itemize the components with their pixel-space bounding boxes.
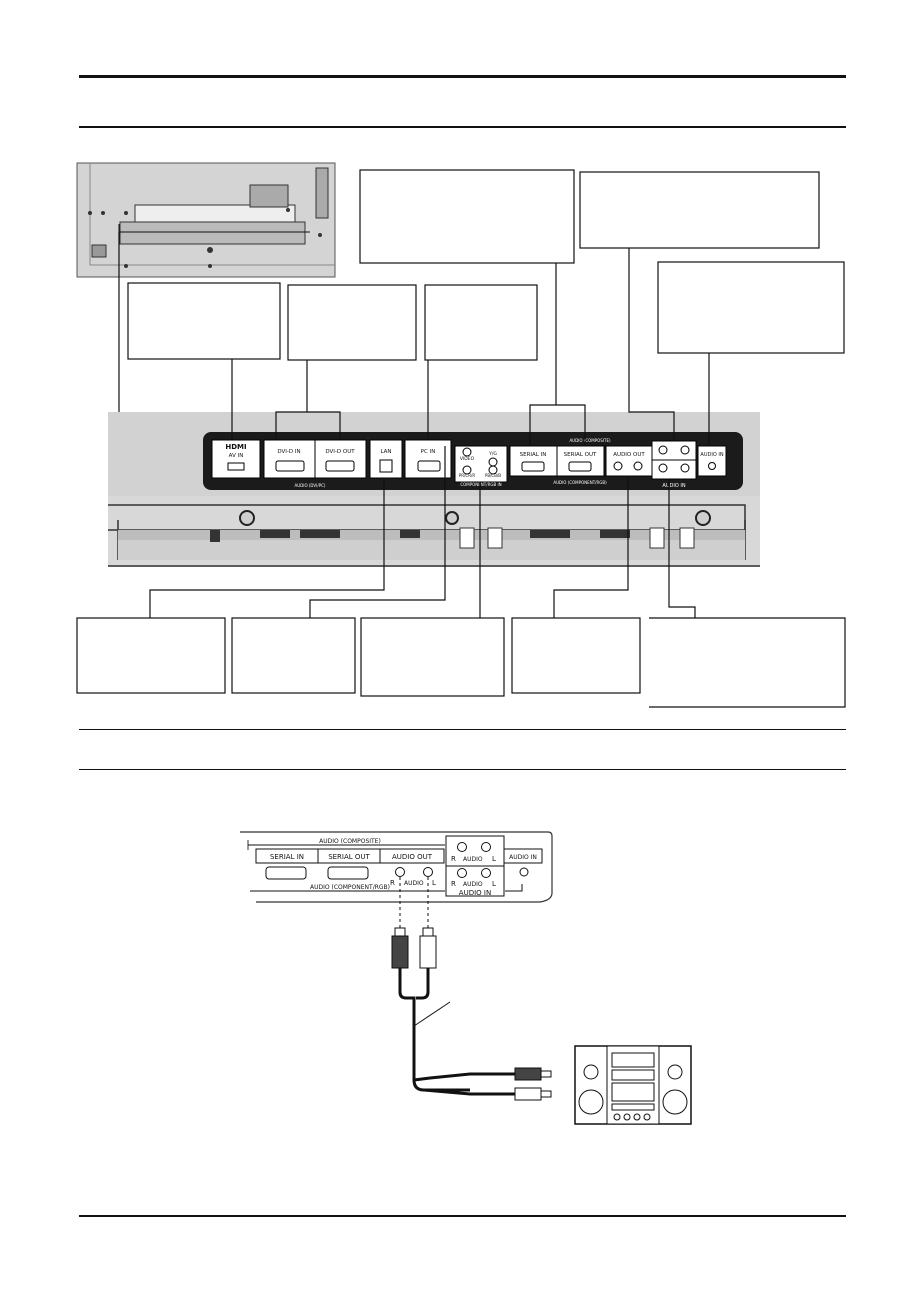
callout-box-audio-in [657, 261, 845, 354]
detail-audio-out-jack-l [423, 867, 433, 877]
audio-component-rgb-label: AUDIO (COMPONENT/RGB) [553, 480, 607, 485]
section-rule-bottom [79, 769, 846, 770]
y-label: Y/G [488, 451, 497, 457]
detail-audio-component-rgb-label: AUDIO (COMPONENT/RGB) [310, 884, 390, 891]
callout-box-audio-out [511, 617, 641, 694]
hdmi-port [227, 462, 245, 471]
detail-r-label-top: R [451, 855, 456, 863]
callout-box-hdmi [127, 282, 281, 360]
detail-audio-out-jack-r [395, 867, 405, 877]
callout-box-component [360, 617, 505, 697]
callout-box-audio-in-rgb [649, 617, 846, 708]
detail-audio-out-label: AUDIO OUT [392, 853, 433, 861]
detail-l-label-top: L [492, 855, 496, 863]
serial-out-port [568, 461, 592, 472]
pc-in-label: PC IN [421, 449, 436, 455]
callout-box-lan [76, 617, 226, 694]
lan-label: LAN [380, 449, 391, 455]
dvi-out-port [325, 460, 355, 472]
detail-audio-in-group-label: AUDIO IN [459, 889, 491, 897]
component-rgb-in-label: COMPONENT/RGB IN [460, 482, 501, 487]
serial-in-label: SERIAL IN [520, 452, 547, 458]
top-rule [79, 75, 846, 78]
audio-in-jack-l [680, 463, 690, 473]
audio-composite-label: AUDIO (COMPOSITE) [569, 438, 611, 443]
callout-box-dvi [287, 284, 417, 361]
audio-in-jack-r [658, 463, 668, 473]
callout-box-pc [424, 284, 538, 361]
hdmi-logo: HDMI [225, 443, 246, 451]
pc-in-port [417, 460, 441, 472]
audio-out-label: AUDIO OUT [613, 452, 645, 458]
audio-composite-jack-r [658, 445, 668, 455]
audio-in-mini-label: AUDIO IN [700, 452, 723, 458]
stereo-system-icon [574, 1045, 692, 1125]
detail-audio-label-out: AUDIO [404, 880, 424, 887]
connector-panel: HDMI AV IN DVI-D IN DVI-D OUT LAN PC IN … [108, 412, 760, 567]
serial-out-label: SERIAL OUT [564, 452, 597, 458]
callout-box-serial [359, 169, 575, 264]
pr-label: PR/CR/R [459, 473, 475, 478]
detail-l-label-out: L [432, 879, 436, 887]
detail-l-label-in: L [492, 880, 496, 888]
audio-out-jack-l [633, 461, 643, 471]
callout-box-video [231, 617, 356, 694]
footer-rule [79, 1215, 846, 1217]
section-rule-top [79, 729, 846, 730]
y-jack [488, 457, 498, 467]
av-in-label: AV IN [229, 453, 244, 459]
audio-out-jack-r [613, 461, 623, 471]
video-label: VIDEO [460, 456, 475, 462]
rca-cable [391, 927, 552, 1101]
callout-box-audio-composite [579, 171, 820, 249]
video-jack [462, 447, 472, 457]
detail-audio-label-top: AUDIO [463, 856, 483, 863]
pb-label: PB/CB/B [485, 473, 501, 478]
audio-in-label: AUDIO IN [662, 483, 685, 489]
pr-jack [462, 465, 472, 475]
detail-serial-in-port [265, 866, 307, 880]
dvi-out-label: DVI-D OUT [325, 449, 355, 455]
dvi-in-label: DVI-D IN [277, 449, 300, 455]
lan-port [379, 459, 393, 473]
dvi-in-port [275, 460, 305, 472]
audio-dvi-pc-label: AUDIO (DVI/PC) [295, 483, 326, 488]
audio-out-detail: AUDIO (COMPOSITE) R AUDIO L SERIAL IN SE… [240, 831, 553, 903]
pb-jack [488, 465, 498, 475]
serial-in-port [521, 461, 545, 472]
detail-serial-out-label: SERIAL OUT [328, 853, 370, 861]
rear-panel-thumbnail [76, 162, 336, 278]
detail-r-label-out: R [390, 879, 395, 887]
audio-composite-jack-l [680, 445, 690, 455]
detail-audio-in-mini-jack [519, 867, 529, 877]
detail-r-label-in: R [451, 880, 456, 888]
detail-audio-composite-label: AUDIO (COMPOSITE) [319, 838, 381, 845]
audio-in-mini-jack [708, 462, 716, 470]
detail-audio-in-mini-label: AUDIO IN [509, 854, 537, 861]
detail-serial-in-label: SERIAL IN [270, 853, 304, 861]
detail-serial-out-port [327, 866, 369, 880]
header-rule [79, 126, 846, 128]
detail-audio-label-in: AUDIO [463, 881, 483, 888]
